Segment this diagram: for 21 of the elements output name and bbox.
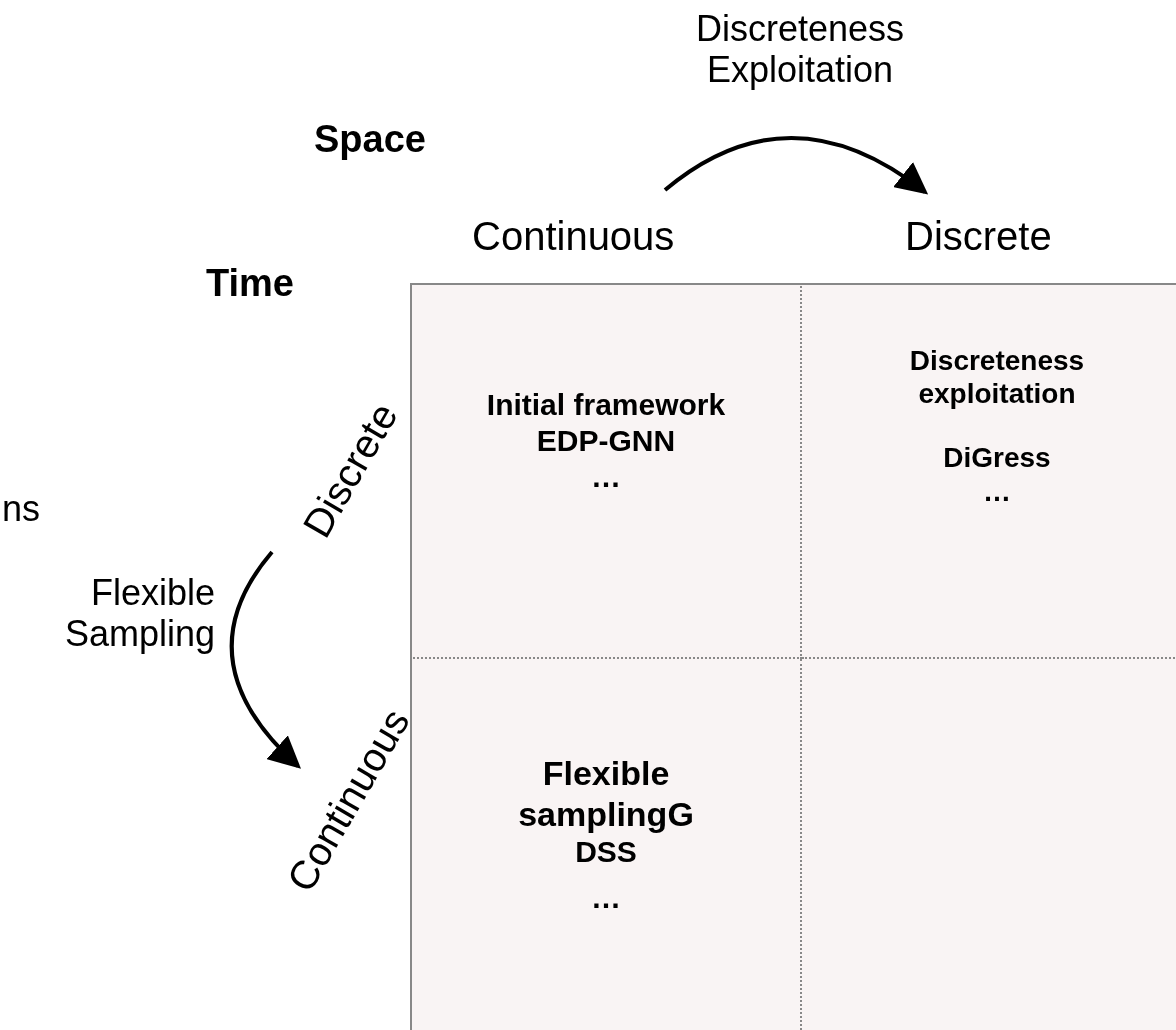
cell-text: Discreteness exploitation bbox=[908, 343, 1086, 411]
cell-text: DSS bbox=[575, 834, 637, 871]
cell-text: EDP-GNN bbox=[536, 423, 676, 459]
table-cell bbox=[802, 283, 1176, 659]
cell-text: … bbox=[983, 474, 1011, 509]
edge-label: Flexible Sampling bbox=[63, 572, 215, 655]
curved-arrow bbox=[663, 136, 929, 195]
cell-text: … bbox=[591, 880, 621, 917]
axis-title: Space bbox=[314, 118, 426, 161]
partial-text: ns bbox=[2, 488, 41, 530]
cell-text: … bbox=[591, 459, 621, 495]
cell-text: Flexible samplingG bbox=[517, 752, 695, 835]
cell-text: DiGress bbox=[943, 441, 1051, 475]
column-header: Continuous bbox=[472, 214, 675, 258]
table-cell bbox=[410, 283, 802, 659]
curved-arrow bbox=[229, 550, 301, 769]
edge-label: Discreteness Exploitation bbox=[694, 8, 906, 91]
table-cell bbox=[410, 659, 802, 1030]
axis-title: Time bbox=[206, 262, 294, 305]
column-header: Discrete bbox=[905, 214, 1052, 258]
cell-text: Initial framework bbox=[486, 387, 726, 423]
